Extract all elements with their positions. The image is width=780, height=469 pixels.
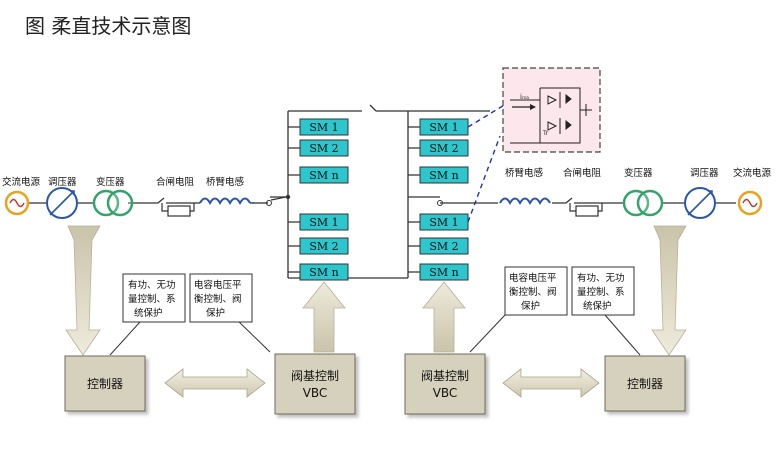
left-closing-resistor-icon bbox=[161, 203, 195, 217]
right-arm-reactor-label: 桥臂电感 bbox=[505, 167, 544, 179]
right-transformer-label: 变压器 bbox=[624, 167, 653, 179]
inset-device-label: Tr bbox=[542, 130, 549, 137]
right-upper-arm: SM 1 SM 2 SM n bbox=[419, 118, 469, 184]
note-line: 电容电压平 bbox=[194, 279, 242, 291]
sm-label: SM 2 bbox=[429, 240, 458, 253]
right-capacitor-note: 电容电压平 衡控制、阀 保护 bbox=[504, 266, 568, 316]
sm-module[interactable] bbox=[299, 166, 349, 184]
left-down-arrow bbox=[65, 225, 101, 356]
sm-label: SM n bbox=[429, 169, 458, 182]
sm-module[interactable] bbox=[419, 139, 469, 157]
right-control-note: 有功、无功 量控制、系 统保护 bbox=[571, 266, 635, 316]
right-arm-reactor-icon bbox=[499, 197, 551, 206]
left-capacitor-note: 电容电压平 衡控制、阀 保护 bbox=[189, 273, 253, 323]
left-closing-resistor-label: 合闸电阻 bbox=[156, 176, 195, 188]
right-vbc-label: 阀基控制 bbox=[421, 369, 469, 383]
sm-module[interactable] bbox=[299, 139, 349, 157]
left-lower-arm: SM 1 SM 2 SM n bbox=[299, 213, 349, 281]
sm-module[interactable] bbox=[299, 237, 349, 255]
right-closing-resistor-icon bbox=[569, 203, 603, 217]
note-line: 衡控制、阀 bbox=[194, 293, 242, 305]
sm-label: SM n bbox=[429, 266, 458, 279]
right-vbc-block[interactable] bbox=[404, 353, 486, 415]
sm-module[interactable] bbox=[299, 213, 349, 231]
sm-module[interactable] bbox=[419, 237, 469, 255]
right-controller-label: 控制器 bbox=[627, 377, 663, 391]
sm-label: SM 1 bbox=[429, 121, 458, 134]
right-lower-arm: SM 1 SM 2 SM n bbox=[419, 213, 469, 281]
right-up-arrow bbox=[422, 281, 466, 353]
note-line: 量控制、系 bbox=[128, 293, 176, 305]
left-vbc-sublabel: VBC bbox=[303, 386, 328, 400]
left-vbc-block[interactable] bbox=[274, 353, 356, 415]
note-connectors bbox=[109, 314, 641, 356]
sm-module[interactable] bbox=[299, 118, 349, 136]
inset-current-label: iₘₐ bbox=[520, 93, 529, 101]
note-line: 统保护 bbox=[134, 307, 163, 319]
right-ac-source-icon bbox=[737, 190, 763, 216]
left-upper-arm: SM 1 SM 2 SM n bbox=[299, 118, 349, 184]
sm-module[interactable] bbox=[419, 263, 469, 281]
sm-label: SM 2 bbox=[429, 142, 458, 155]
sm-label: SM 1 bbox=[309, 121, 338, 134]
left-arm-reactor-label: 桥臂电感 bbox=[206, 176, 245, 188]
right-transformer-icon bbox=[622, 189, 664, 217]
figure-title: 图 柔直技术示意图 bbox=[25, 14, 192, 38]
right-regulator-label: 调压器 bbox=[690, 168, 719, 179]
right-vbc-sublabel: VBC bbox=[433, 386, 458, 400]
right-ac-line bbox=[440, 197, 736, 204]
left-transformer-label: 变压器 bbox=[96, 176, 125, 188]
sm-label: SM n bbox=[309, 169, 338, 182]
note-line: 有功、无功 bbox=[128, 279, 176, 291]
zoom-lines bbox=[467, 103, 507, 223]
note-line: 统保护 bbox=[583, 300, 612, 312]
right-double-arrow bbox=[502, 368, 600, 398]
right-closing-resistor-label: 合闸电阻 bbox=[563, 167, 602, 179]
sm-label: SM 2 bbox=[309, 142, 338, 155]
right-ac-source-label: 交流电源 bbox=[733, 167, 772, 179]
note-line: 有功、无功 bbox=[577, 272, 625, 284]
note-line: 电容电压平 bbox=[509, 272, 557, 284]
right-regulator-icon bbox=[684, 187, 716, 219]
left-vbc-label: 阀基控制 bbox=[291, 369, 339, 383]
left-regulator-icon bbox=[46, 187, 78, 219]
sm-module[interactable] bbox=[419, 166, 469, 184]
left-ac-source-label: 交流电源 bbox=[2, 176, 41, 188]
left-controller-label: 控制器 bbox=[87, 377, 123, 391]
left-controller-block[interactable] bbox=[64, 355, 146, 412]
left-control-note: 有功、无功 量控制、系 统保护 bbox=[122, 273, 186, 323]
sm-label: SM 1 bbox=[309, 216, 338, 229]
left-double-arrow bbox=[164, 368, 266, 398]
left-regulator-label: 调压器 bbox=[48, 177, 77, 188]
submodule-inset: iₘₐ Tr bbox=[502, 67, 601, 153]
right-controller-block[interactable] bbox=[604, 355, 686, 412]
note-line: 衡控制、阀 bbox=[509, 286, 557, 298]
left-up-arrow bbox=[302, 281, 346, 353]
sm-label: SM 1 bbox=[429, 216, 458, 229]
left-ac-source-icon bbox=[4, 190, 30, 216]
sm-label: SM 2 bbox=[309, 240, 338, 253]
sm-label: SM n bbox=[309, 266, 338, 279]
sm-module[interactable] bbox=[299, 263, 349, 281]
note-line: 保护 bbox=[206, 307, 225, 319]
left-arm-reactor-icon bbox=[196, 197, 254, 206]
right-down-arrow bbox=[651, 225, 687, 356]
note-line: 量控制、系 bbox=[577, 286, 625, 298]
note-line: 保护 bbox=[521, 300, 540, 312]
left-transformer-icon bbox=[92, 189, 134, 217]
